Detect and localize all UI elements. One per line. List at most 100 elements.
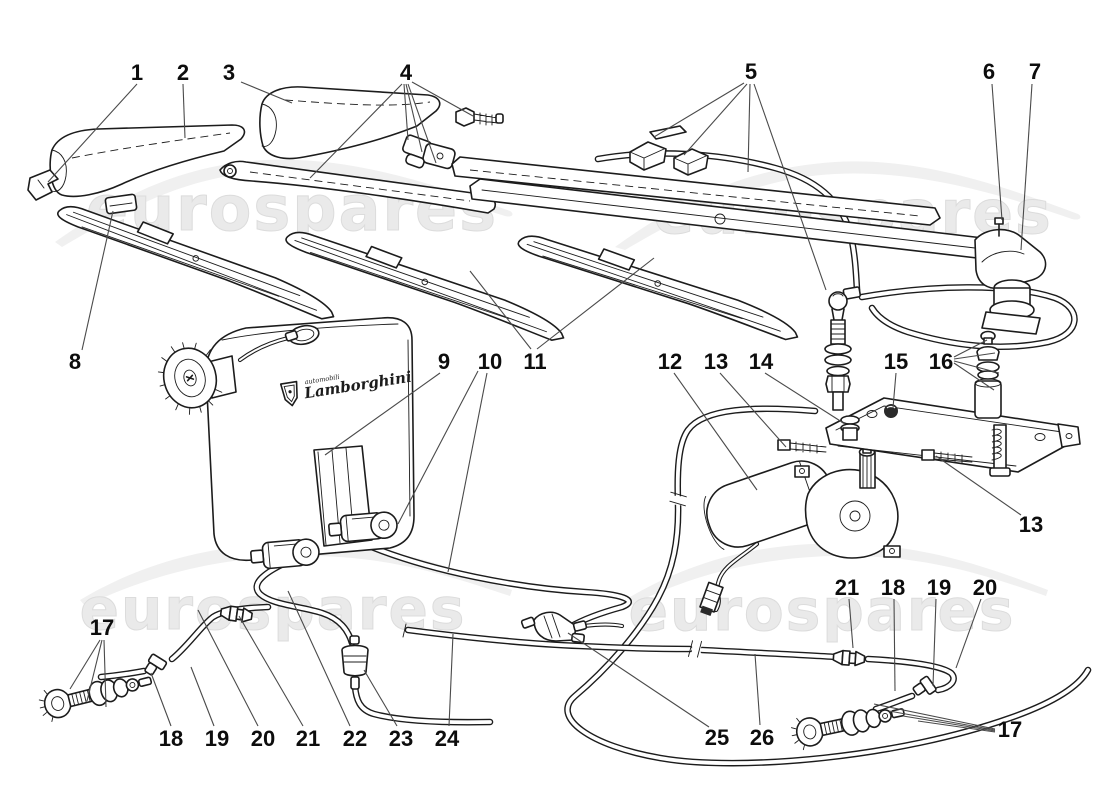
leader-line-4 xyxy=(309,83,403,179)
callout-1: 1 xyxy=(131,60,143,85)
leader-line-19 xyxy=(190,666,215,727)
leader-line-12 xyxy=(673,372,758,491)
leader-line-17 xyxy=(86,639,103,702)
callout-12: 12 xyxy=(658,349,682,374)
leader-line-9 xyxy=(324,372,441,456)
callout-18: 18 xyxy=(159,726,183,751)
blade-adapter-8 xyxy=(104,193,138,215)
leader-line-10 xyxy=(397,370,479,525)
retainer-clip-1 xyxy=(27,169,59,201)
leader-line-16 xyxy=(953,352,996,360)
leader-line-21 xyxy=(238,615,304,727)
leader-line-8 xyxy=(81,210,114,351)
car-swoosh-top-left xyxy=(55,159,513,247)
callout-2: 2 xyxy=(177,60,189,85)
leader-line-16 xyxy=(953,360,1000,374)
leader-line-21 xyxy=(848,598,854,649)
callout-21: 21 xyxy=(835,575,859,600)
callout-17: 17 xyxy=(998,717,1022,742)
bracket-stud-spring xyxy=(989,424,1011,477)
callout-22: 22 xyxy=(343,726,367,751)
wiper-arm-long xyxy=(219,160,496,214)
callout-25: 25 xyxy=(705,725,729,750)
car-swoosh-top-right xyxy=(615,161,1081,250)
leader-line-22 xyxy=(287,590,351,727)
elbow-connector-19-right xyxy=(912,675,937,696)
hose-break-mark xyxy=(688,639,702,659)
leader-line-5 xyxy=(747,83,751,173)
leader-line-5 xyxy=(753,83,827,291)
leader-line-5 xyxy=(683,83,748,156)
leader-line-13 xyxy=(935,455,1022,516)
leader-line-11 xyxy=(536,257,655,350)
leader-line-20 xyxy=(197,609,259,727)
leader-line-17 xyxy=(103,639,107,708)
callout-20: 20 xyxy=(251,726,275,751)
leader-line-6 xyxy=(991,83,1003,221)
leader-line-25 xyxy=(567,632,710,728)
callout-11: 11 xyxy=(523,349,546,374)
rubber-mount-kit-16 xyxy=(974,330,1002,419)
motor-bracket xyxy=(777,330,1081,477)
leader-line-4 xyxy=(407,83,437,164)
callout-9: 9 xyxy=(438,349,450,374)
callout-23: 23 xyxy=(389,726,413,751)
filler-cap xyxy=(157,342,223,415)
wiper-motor xyxy=(699,443,901,616)
leader-line-17 xyxy=(873,703,996,730)
leader-line-17 xyxy=(69,639,101,690)
leader-line-26 xyxy=(754,653,761,726)
leader-line-16 xyxy=(953,339,988,358)
leader-line-1 xyxy=(47,83,138,183)
leader-line-7 xyxy=(1020,83,1033,251)
callout-7: 7 xyxy=(1029,59,1041,84)
ball-stud-and-washers xyxy=(824,286,862,411)
leader-line-24 xyxy=(448,633,454,727)
leader-line-17 xyxy=(917,720,996,733)
leader-line-23 xyxy=(363,669,398,727)
arm-cover-left xyxy=(49,124,246,198)
leader-line-17 xyxy=(902,715,996,732)
wiper-pivot-assembly xyxy=(974,217,1047,335)
pad-clips-5 xyxy=(629,125,709,176)
hose-cut-end xyxy=(402,623,407,638)
callout-15: 15 xyxy=(884,349,908,374)
leader-line-3 xyxy=(240,81,293,104)
elbow-connector-19-left xyxy=(144,653,168,676)
leader-line-16 xyxy=(953,362,995,391)
watermark-text-3: eurospares xyxy=(80,575,467,643)
leader-line-2 xyxy=(182,83,186,139)
leader-line-5 xyxy=(653,82,745,138)
hose-fittings xyxy=(144,604,937,696)
callout-3: 3 xyxy=(223,60,235,85)
callout-4: 4 xyxy=(400,60,413,85)
one-way-valve-23 xyxy=(341,635,369,690)
leader-line-15 xyxy=(892,372,897,409)
leader-line-4 xyxy=(403,83,409,141)
callout-21: 21 xyxy=(296,726,320,751)
leader-line-14 xyxy=(764,372,846,425)
leader-line-4 xyxy=(405,83,423,153)
y-connector-25 xyxy=(520,611,588,644)
callout-10: 10 xyxy=(478,349,502,374)
washer-reservoir: automobili Lamborghini xyxy=(157,316,415,562)
callout-5: 5 xyxy=(745,59,757,84)
callout-6: 6 xyxy=(983,59,995,84)
callout-13: 13 xyxy=(1019,512,1043,537)
callout-8: 8 xyxy=(69,349,81,374)
leader-line-10 xyxy=(447,372,488,573)
leader-line-20 xyxy=(955,598,982,669)
callout-17: 17 xyxy=(90,615,114,640)
car-swoosh-bottom-right xyxy=(625,543,1048,606)
wiper-linkage xyxy=(451,156,1007,261)
leader-line-17 xyxy=(888,710,996,731)
leader-line-18 xyxy=(150,672,172,727)
inline-connector-21-right xyxy=(832,649,866,667)
callout-20: 20 xyxy=(973,575,997,600)
leader-line-13 xyxy=(719,372,787,448)
leader-line-19 xyxy=(932,598,937,687)
leader-line-4 xyxy=(411,81,474,117)
